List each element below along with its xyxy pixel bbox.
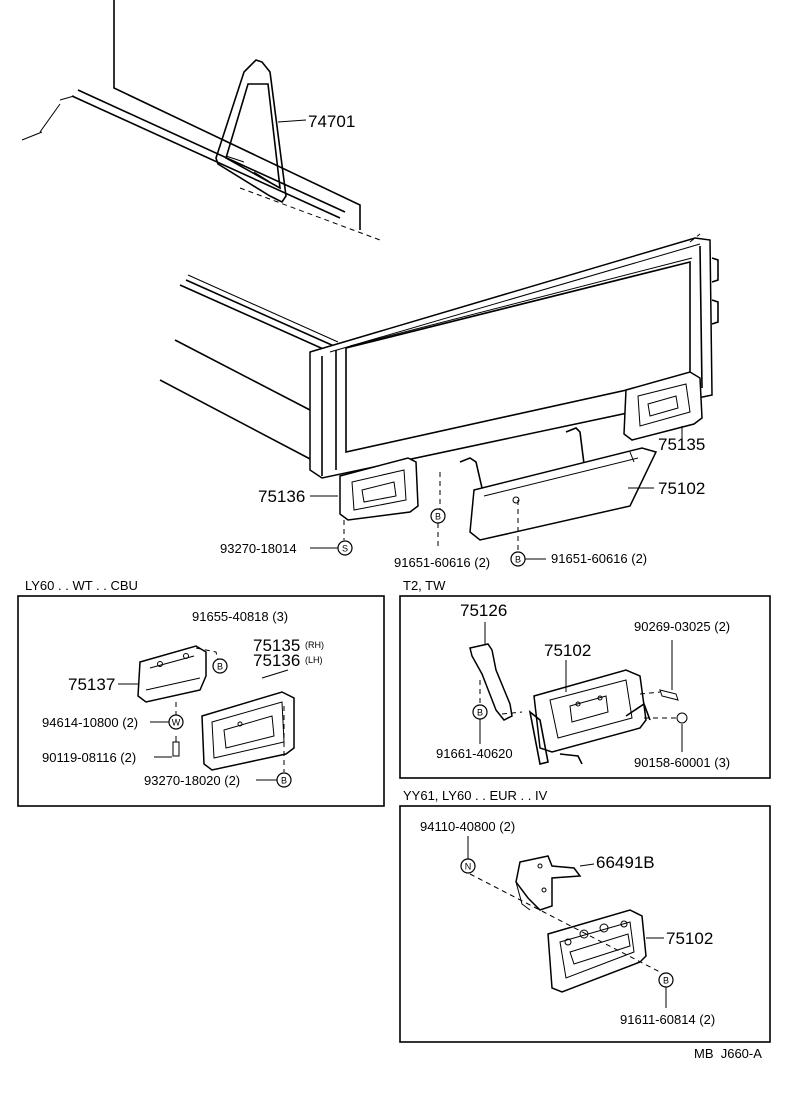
symbol-b: B	[435, 512, 441, 522]
callout-93270-18014: 93270-18014	[220, 541, 297, 556]
part-75136-lamp	[310, 457, 419, 540]
inset-title-t2: T2, TW	[403, 578, 446, 593]
diagram-code: MB J660-A	[694, 1046, 762, 1061]
callout-75102-yy61: 75102	[666, 929, 713, 948]
symbol-w: W	[172, 718, 181, 728]
callout-91651-right: 91651-60616 (2)	[551, 551, 647, 566]
part-75102-plate-holder	[439, 427, 658, 550]
callout-90119-08116: 90119-08116 (2)	[42, 750, 136, 765]
callout-90158-60001: 90158-60001 (3)	[634, 755, 730, 770]
callout-75135: 75135	[658, 435, 705, 454]
inset-yy61-parts: N B	[460, 836, 674, 1008]
symbol-b: B	[663, 976, 669, 986]
side-label-lh: (LH)	[305, 655, 323, 665]
inset-ly60-parts: W B B	[118, 645, 295, 788]
callout-75102: 75102	[658, 479, 705, 498]
callout-75126: 75126	[460, 601, 507, 620]
callout-94110-40800: 94110-40800 (2)	[420, 819, 515, 834]
callout-91611-60814: 91611-60814 (2)	[620, 1012, 715, 1027]
inset-title-ly60: LY60 . . WT . . CBU	[25, 578, 138, 593]
callout-75102-t2: 75102	[544, 641, 591, 660]
symbol-s: S	[342, 544, 348, 554]
callout-75136: 75136	[258, 487, 305, 506]
part-74701-triangle	[215, 59, 307, 204]
callout-94614-10800: 94614-10800 (2)	[42, 715, 138, 730]
main-symbols: B S B	[310, 508, 546, 567]
inset-title-yy61: YY61, LY60 . . EUR . . IV	[403, 788, 548, 803]
symbol-b: B	[217, 662, 223, 672]
inset-ly60-frame	[17, 595, 385, 807]
symbol-b: B	[515, 555, 521, 565]
truck-bed-drawing	[21, 0, 719, 479]
callout-91661-40620: 91661-40620	[436, 746, 513, 761]
inset-t2-parts: B	[469, 622, 688, 765]
callout-74701: 74701	[308, 112, 355, 131]
callout-91655-40818: 91655-40818 (3)	[192, 609, 288, 624]
inset-t2-frame	[399, 595, 771, 779]
callout-75137: 75137	[68, 675, 115, 694]
symbol-n: N	[465, 862, 472, 872]
callout-75136-lh: 75136	[253, 651, 300, 670]
symbol-b: B	[281, 776, 287, 786]
callout-75135-rh: 75135	[253, 636, 300, 655]
callout-93270-18020: 93270-18020 (2)	[144, 773, 240, 788]
symbol-b: B	[477, 708, 483, 718]
callout-66491b: 66491B	[596, 853, 655, 872]
callout-91651-left: 91651-60616 (2)	[394, 555, 490, 570]
side-label-rh: (RH)	[305, 640, 324, 650]
inset-yy61-frame	[399, 805, 771, 1043]
part-75135-lamp	[623, 371, 703, 444]
callout-90269-03025: 90269-03025 (2)	[634, 619, 730, 634]
